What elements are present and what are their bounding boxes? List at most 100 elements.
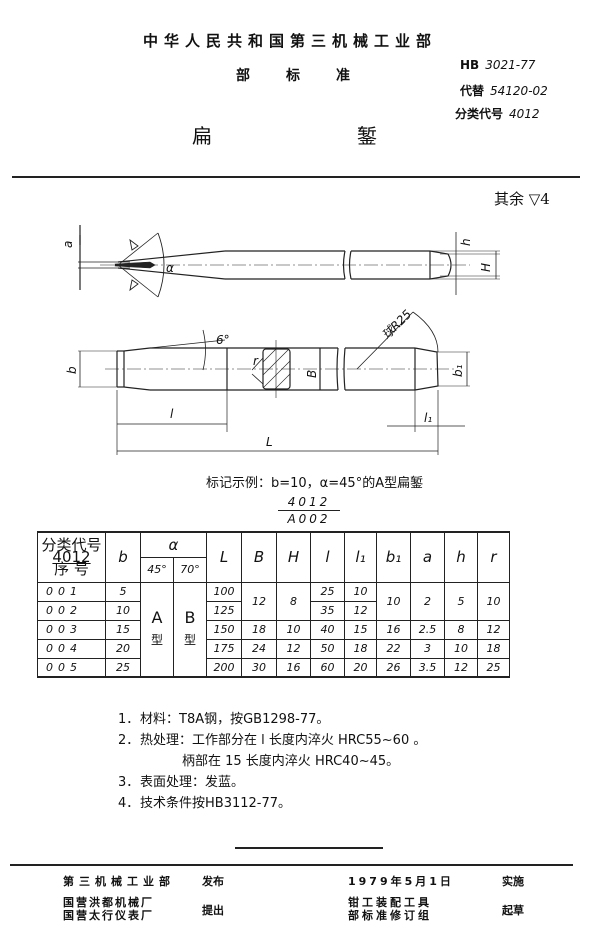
classification-label: 分类代号 xyxy=(455,107,504,121)
cell-b: 15 xyxy=(105,619,141,640)
col-header-h: h xyxy=(444,531,478,583)
publisher: 第三机械工业部 xyxy=(63,875,175,888)
col-header-H: H xyxy=(276,531,311,583)
note-item: 1．材料：T8A钢，按GB1298-77。 xyxy=(118,709,426,730)
note-item: 3．表面处理：发蓝。 xyxy=(118,772,426,793)
drafters: 钳工装配工具 部标准修订组 xyxy=(348,896,432,922)
cell-L: 150 xyxy=(206,619,242,640)
cell-r: 10 xyxy=(477,581,510,621)
cell-b: 25 xyxy=(105,657,141,678)
cell-h: 12 xyxy=(444,657,478,678)
cell-b1: 22 xyxy=(376,638,411,659)
cell-L: 200 xyxy=(206,657,242,678)
dim-label-l: l xyxy=(170,407,174,421)
implement-label: 实施 xyxy=(502,875,524,888)
cell-seq: 005 xyxy=(37,657,106,678)
cell-l1: 15 xyxy=(344,619,377,640)
type-a-cell: A 型 xyxy=(140,581,174,678)
cell-b1: 10 xyxy=(376,581,411,621)
footer-short-divider xyxy=(235,847,383,849)
standard-type-label: 部标准 xyxy=(236,68,386,84)
cell-l1: 12 xyxy=(344,600,377,621)
col-header-b1: b₁ xyxy=(376,531,411,583)
note-item: 4．技术条件按HB3112-77。 xyxy=(118,793,426,814)
cell-l1: 20 xyxy=(344,657,377,678)
draft-label: 起草 xyxy=(502,904,524,917)
marking-example: 标记示例：b=10，α=45°的A型扁錾 xyxy=(206,476,424,491)
note-number: 4． xyxy=(118,796,140,811)
publish-label: 发布 xyxy=(202,875,224,888)
standard-number: HB 3021-77 xyxy=(460,58,535,72)
ministry-title: 中华人民共和国第三机械工业部 xyxy=(143,32,438,50)
cell-b: 20 xyxy=(105,638,141,659)
drafter-2: 部标准修订组 xyxy=(348,909,432,922)
replaces-number: 代替 54120-02 xyxy=(460,82,548,99)
cell-b: 5 xyxy=(105,581,141,602)
cell-a: 3 xyxy=(410,638,445,659)
cell-L: 125 xyxy=(206,600,242,621)
cell-seq: 002 xyxy=(37,600,106,621)
note-text: 热处理：工作部分在 l 长度内淬火 HRC55~60 。 xyxy=(140,733,427,748)
col-header-r: r xyxy=(477,531,510,583)
col-header-B: B xyxy=(241,531,277,583)
standard-number-value: 3021-77 xyxy=(485,58,536,72)
table-row: 004 20 175 24 12 50 18 22 3 10 18 xyxy=(37,638,510,659)
cell-l: 60 xyxy=(310,657,345,678)
chisel-drawing: a α h H b 6° r B 球R25 b₁ l l₁ L xyxy=(61,225,500,455)
header-divider xyxy=(12,176,580,178)
category-code: 4012 xyxy=(52,548,91,567)
cell-l1: 18 xyxy=(344,638,377,659)
proposers: 国营洪都机械厂 国营太行仪表厂 xyxy=(63,896,154,922)
cell-L: 100 xyxy=(206,581,242,602)
dim-label-h: h xyxy=(459,238,473,246)
cell-H: 8 xyxy=(276,581,311,621)
col-header-alpha-45: 45° xyxy=(140,557,174,583)
cell-b1: 26 xyxy=(376,657,411,678)
dim-label-sphere-r25: 球R25 xyxy=(379,307,414,342)
cell-l: 40 xyxy=(310,619,345,640)
surface-roughness-note: 其余 ▽4 xyxy=(494,190,550,208)
note-item: 柄部在 15 长度内淬火 HRC40~45。 xyxy=(118,751,426,772)
type-a-word: 型 xyxy=(150,633,163,648)
cell-h: 8 xyxy=(444,619,478,640)
marking-numerator: 4012 xyxy=(278,494,340,511)
cell-h: 5 xyxy=(444,581,478,621)
technical-notes: 1．材料：T8A钢，按GB1298-77。 2．热处理：工作部分在 l 长度内淬… xyxy=(118,709,426,814)
table-row: 003 15 150 18 10 40 15 16 2.5 8 12 xyxy=(37,619,510,640)
sequence-label: 序 号 xyxy=(54,560,89,579)
type-b-cell: B 型 xyxy=(173,581,207,678)
dim-label-H: H xyxy=(479,263,493,272)
cell-H: 12 xyxy=(276,638,311,659)
cell-b1: 16 xyxy=(376,619,411,640)
replaces-label: 代替 xyxy=(460,84,485,98)
cell-r: 12 xyxy=(477,619,510,640)
standard-number-label: HB xyxy=(460,58,480,72)
cell-l: 25 xyxy=(310,581,345,602)
type-a-letter: A xyxy=(151,608,163,628)
note-number: 3． xyxy=(118,775,140,790)
replaces-value: 54120-02 xyxy=(490,84,548,98)
drafter-1: 钳工装配工具 xyxy=(348,896,432,909)
note-text: 表面处理：发蓝。 xyxy=(140,775,245,790)
implementation-date: 1979年5月1日 xyxy=(348,875,454,888)
col-header-l: l xyxy=(310,531,345,583)
dimension-table: 分类代号 4012 序 号 b α L B H l l₁ b₁ a h r 45… xyxy=(37,531,510,678)
cell-a: 2.5 xyxy=(410,619,445,640)
col-header-alpha: α xyxy=(140,531,207,558)
cell-B: 12 xyxy=(241,581,277,621)
note-text: 技术条件按HB3112-77。 xyxy=(140,796,292,811)
cell-seq: 004 xyxy=(37,638,106,659)
cell-b: 10 xyxy=(105,600,141,621)
dim-label-l1: l₁ xyxy=(424,411,432,425)
dim-label-L: L xyxy=(266,435,273,449)
cell-h: 10 xyxy=(444,638,478,659)
cell-L: 175 xyxy=(206,638,242,659)
note-text: 材料：T8A钢，按GB1298-77。 xyxy=(140,712,330,727)
col-header-a: a xyxy=(410,531,445,583)
marking-denominator: A002 xyxy=(287,512,331,526)
table-row: 005 25 200 30 16 60 20 26 3.5 12 25 xyxy=(37,657,510,678)
cell-H: 10 xyxy=(276,619,311,640)
col-header-L: L xyxy=(206,531,242,583)
cell-r: 25 xyxy=(477,657,510,678)
